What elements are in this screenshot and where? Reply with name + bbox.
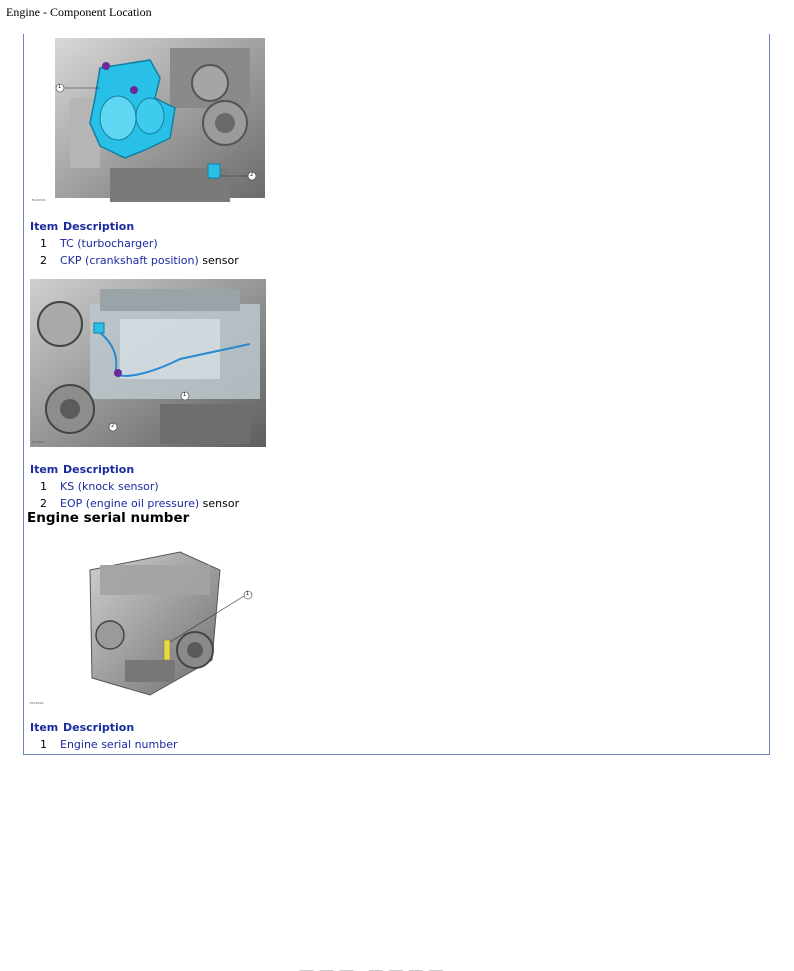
- figure-knock-sensor: 1 2 E146717: [30, 279, 266, 447]
- page-header: Engine - Component Location: [6, 5, 152, 19]
- description-link[interactable]: EOP (engine oil pressure): [60, 497, 200, 510]
- item-number: 1: [40, 480, 47, 493]
- callout-2: 2: [250, 172, 254, 178]
- col-description-header: Description: [63, 220, 135, 233]
- content-frame: [23, 34, 770, 755]
- col-item-header: Item: [30, 463, 59, 476]
- col-item-header: Item: [30, 220, 59, 233]
- description-link[interactable]: Engine serial number: [60, 738, 178, 751]
- callout-2: 2: [111, 423, 115, 429]
- table-header: Item Description: [30, 719, 178, 736]
- description-text: sensor: [198, 254, 239, 267]
- table-header: Item Description: [30, 461, 239, 478]
- table-row: 1 TC (turbocharger): [30, 235, 239, 252]
- item-number: 1: [40, 237, 47, 250]
- item-table-1: Item Description 1 TC (turbocharger) 2 CKP …: [30, 218, 239, 269]
- col-item-header: Item: [30, 721, 59, 734]
- section-title: Engine serial number: [27, 510, 190, 526]
- watermark-logo: ▬▬▬ ▬▬▬▬: [298, 964, 468, 971]
- table-row: 1 Engine serial number: [30, 736, 178, 753]
- table-row: 1 KS (knock sensor): [30, 478, 239, 495]
- description-link[interactable]: KS (knock sensor): [60, 480, 159, 493]
- callout-1: 1: [246, 591, 250, 597]
- description-link[interactable]: CKP (crankshaft position): [60, 254, 199, 267]
- table-header: Item Description: [30, 218, 239, 235]
- callout-1: 1: [183, 392, 187, 398]
- figure-id-label: E145026: [30, 701, 44, 705]
- figure-id-label: E146717: [32, 440, 46, 444]
- item-number: 1: [40, 738, 47, 751]
- description-text: sensor: [199, 497, 240, 510]
- table-row: 2 EOP (engine oil pressure) sensor: [30, 495, 239, 512]
- table-row: 2 CKP (crankshaft position) sensor: [30, 252, 239, 269]
- item-table-3: Item Description 1 Engine serial number: [30, 719, 178, 753]
- description-link[interactable]: TC (turbocharger): [60, 237, 158, 250]
- figure-id-label: E146716: [32, 198, 46, 202]
- col-description-header: Description: [63, 721, 135, 734]
- item-number: 2: [40, 254, 47, 267]
- callout-1: 1: [58, 84, 62, 90]
- figure-turbocharger: 1 2 E146716: [30, 38, 266, 206]
- col-description-header: Description: [63, 463, 135, 476]
- item-number: 2: [40, 497, 47, 510]
- item-table-2: Item Description 1 KS (knock sensor) 2 EOP …: [30, 461, 239, 512]
- figure-engine-serial: 1 E145026: [30, 540, 266, 710]
